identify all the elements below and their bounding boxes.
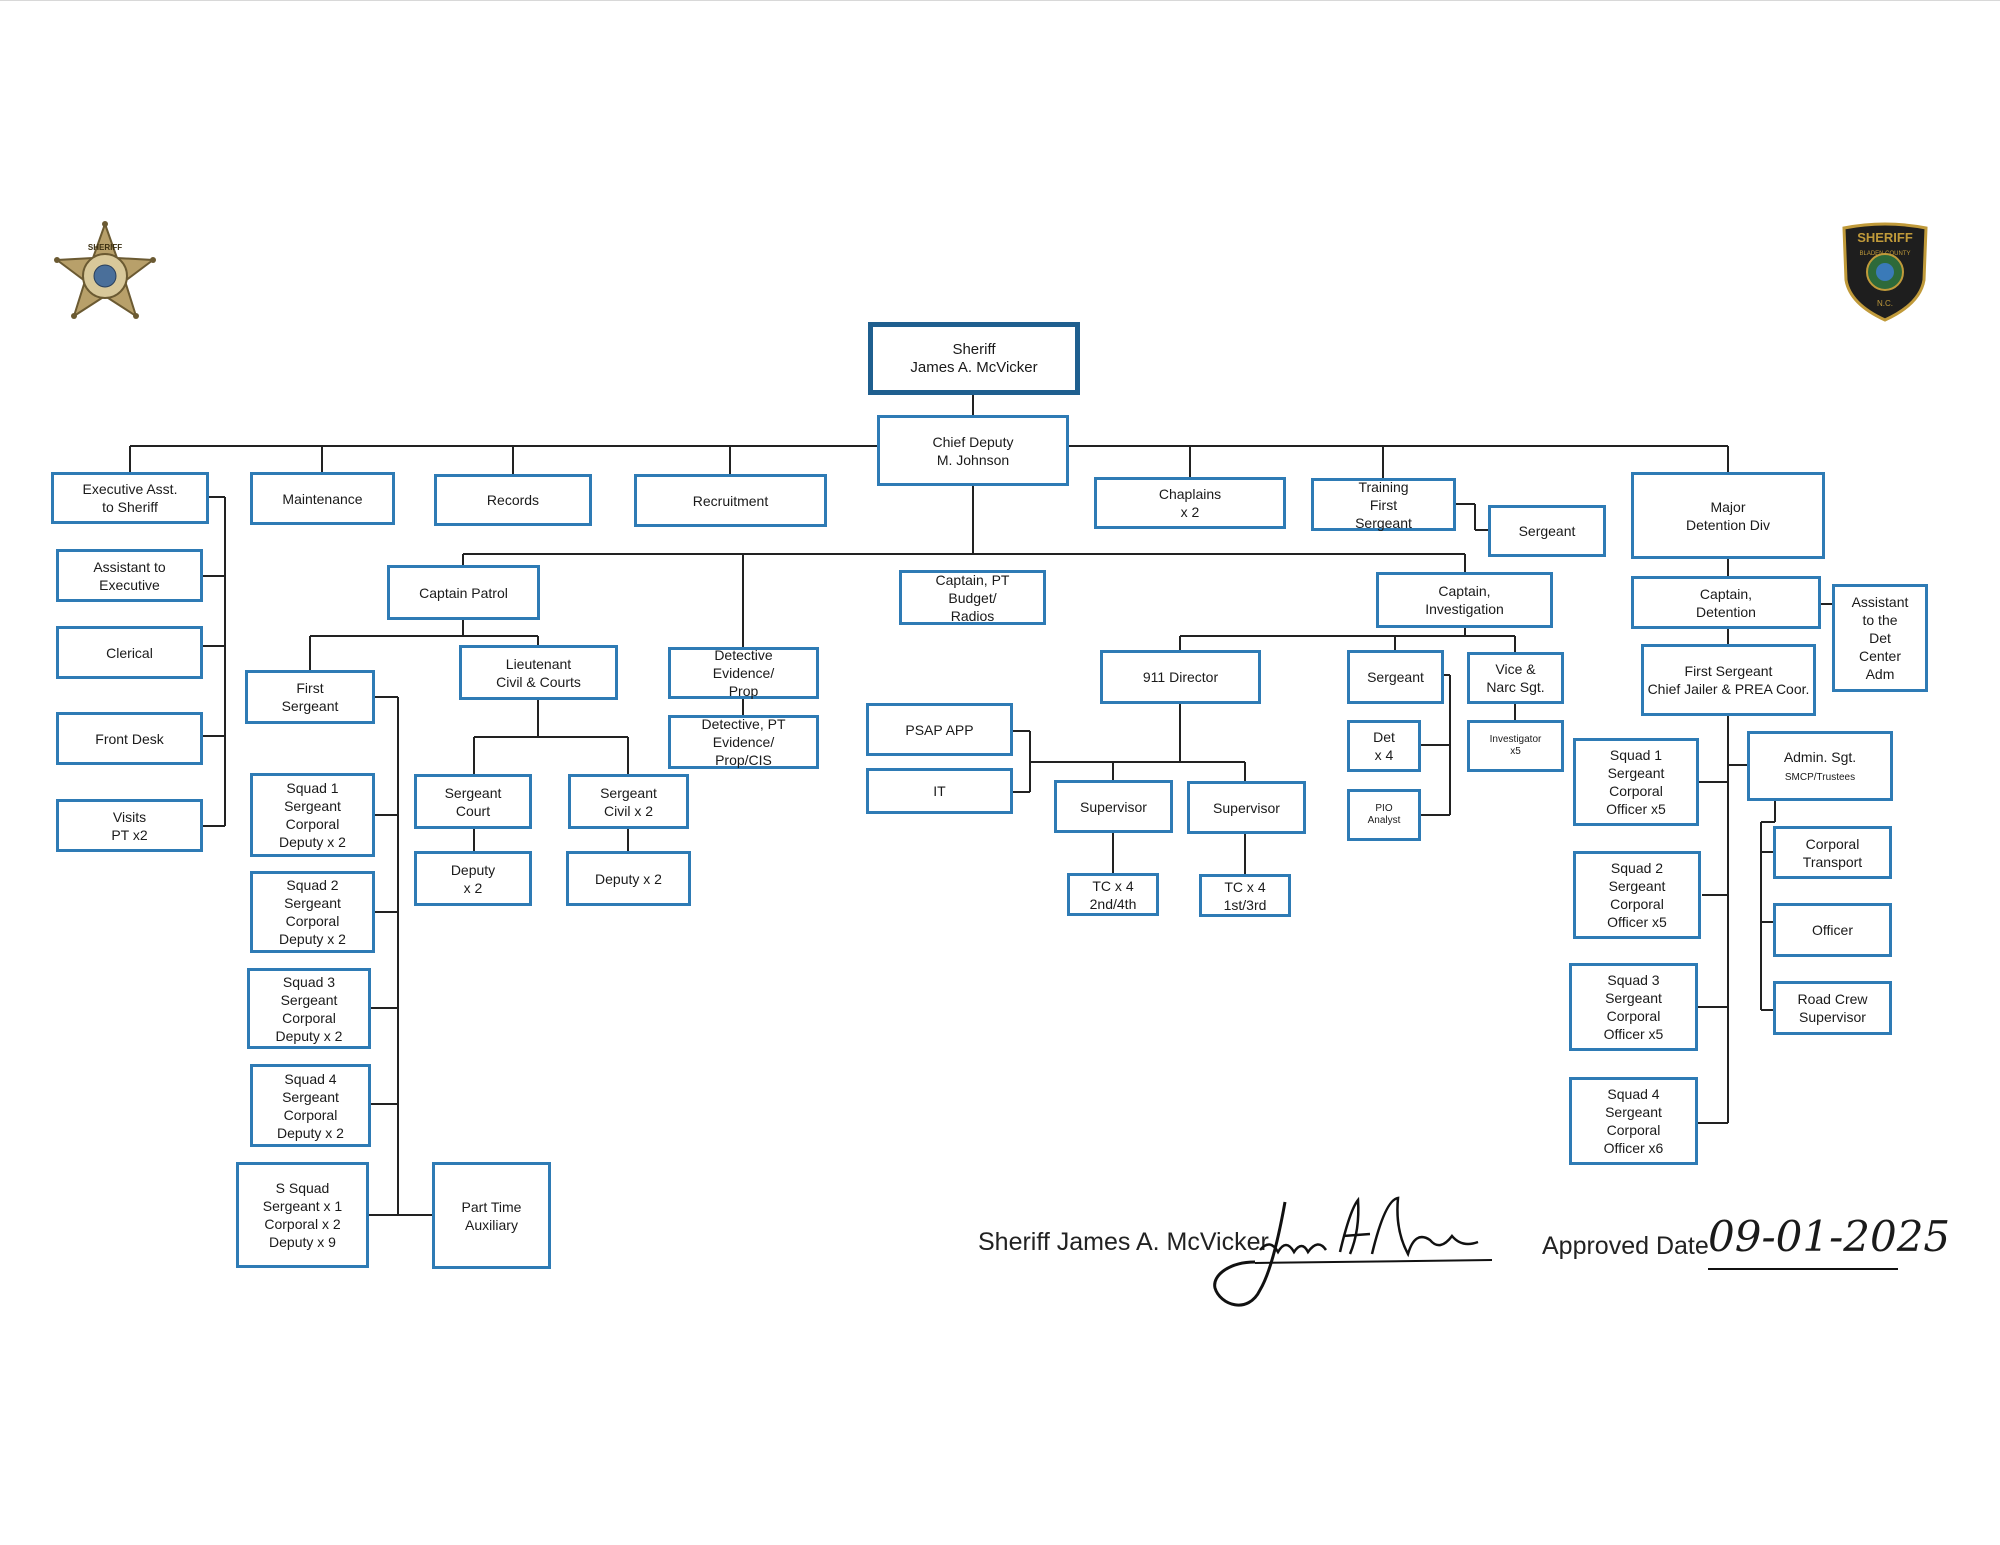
chief-deputy-node: Chief Deputy M. Johnson bbox=[877, 415, 1069, 486]
assistant-det-center-node: Assistant to the Det Center Adm bbox=[1832, 584, 1928, 692]
svg-text:BLADEN COUNTY: BLADEN COUNTY bbox=[1859, 251, 1910, 257]
detective-pt-node: Detective, PT Evidence/ Prop/CIS bbox=[668, 715, 819, 769]
admin-sergeant-label: Admin. Sgt. bbox=[1783, 749, 1857, 765]
approval-signature-area: Sheriff James A. McVicker Approved Date … bbox=[975, 1190, 1950, 1320]
training-sergeant-node: Sergeant bbox=[1488, 505, 1606, 557]
handwritten-signature-icon bbox=[1213, 1196, 1493, 1307]
vice-narc-sergeant-node: Vice & Narc Sgt. bbox=[1467, 652, 1564, 704]
svg-text:SHERIFF: SHERIFF bbox=[1857, 230, 1913, 245]
pio-analyst-node: PIO Analyst bbox=[1347, 789, 1421, 841]
sergeant-civil-node: Sergeant Civil x 2 bbox=[568, 774, 689, 829]
county-shield-badge-icon: SHERIFF BLADEN COUNTY N.C. bbox=[1842, 222, 1928, 322]
captain-pt-node: Captain, PT Budget/ Radios bbox=[899, 570, 1046, 625]
captain-investigation-node: Captain, Investigation bbox=[1376, 572, 1553, 628]
deputy-court-node: Deputy x 2 bbox=[414, 851, 532, 906]
approved-date-label: Approved Date bbox=[1542, 1232, 1709, 1260]
sheriff-node: Sheriff James A. McVicker bbox=[868, 322, 1080, 395]
visits-node: Visits PT x2 bbox=[56, 799, 203, 852]
tc-shift-label: 1st/3rd bbox=[1223, 896, 1267, 913]
s-squad-node: S Squad Sergeant x 1 Corporal x 2 Deputy… bbox=[236, 1162, 369, 1268]
corporal-transport-node: Corporal Transport bbox=[1773, 826, 1892, 879]
training-node: Training First Sergeant bbox=[1311, 478, 1456, 531]
officer-node: Officer bbox=[1773, 903, 1892, 957]
recruitment-node: Recruitment bbox=[634, 474, 827, 527]
first-sergeant-node: First Sergeant bbox=[245, 670, 375, 724]
pio-analyst-label: PIO Analyst bbox=[1367, 803, 1401, 826]
detention-squad-3-node: Squad 3 Sergeant Corporal Officer x5 bbox=[1569, 963, 1698, 1051]
svg-text:SHERIFF: SHERIFF bbox=[88, 243, 122, 252]
captain-detention-node: Captain, Detention bbox=[1631, 576, 1821, 629]
front-desk-node: Front Desk bbox=[56, 712, 203, 765]
sergeant-court-node: Sergeant Court bbox=[414, 774, 532, 829]
deputy-civil-node: Deputy x 2 bbox=[566, 851, 691, 906]
investigator-label: Investigator x5 bbox=[1489, 734, 1542, 757]
approved-date-value: 09-01-2025 bbox=[1708, 1212, 1951, 1261]
sheriff-star-badge-icon: SHERIFF bbox=[54, 220, 156, 319]
date-underline bbox=[1708, 1268, 1898, 1270]
squad-2-node: Squad 2 Sergeant Corporal Deputy x 2 bbox=[250, 871, 375, 953]
squad-4-node: Squad 4 Sergeant Corporal Deputy x 2 bbox=[250, 1064, 371, 1147]
assistant-to-executive-node: Assistant to Executive bbox=[56, 549, 203, 602]
investigator-node: Investigator x5 bbox=[1467, 720, 1564, 772]
chaplains-node: Chaplains x 2 bbox=[1094, 477, 1286, 529]
director-911-node: 911 Director bbox=[1100, 650, 1261, 704]
first-sergeant-chief-jailer-node: First Sergeant Chief Jailer & PREA Coor. bbox=[1641, 644, 1816, 716]
supervisor-1-node: Supervisor bbox=[1054, 780, 1173, 833]
squad-1-node: Squad 1 Sergeant Corporal Deputy x 2 bbox=[250, 773, 375, 857]
tc-shift-label: 2nd/4th bbox=[1089, 895, 1137, 912]
captain-patrol-node: Captain Patrol bbox=[387, 565, 540, 620]
admin-sergeant-node: Admin. Sgt. SMCP/Trustees bbox=[1747, 731, 1893, 801]
executive-asst-node: Executive Asst. to Sheriff bbox=[51, 472, 209, 524]
lieutenant-node: Lieutenant Civil & Courts bbox=[459, 645, 618, 700]
sheriff-name-label: Sheriff James A. McVicker bbox=[978, 1228, 1269, 1256]
maintenance-node: Maintenance bbox=[250, 472, 395, 525]
psap-app-node: PSAP APP bbox=[866, 703, 1013, 756]
det-x4-node: Det x 4 bbox=[1347, 720, 1421, 772]
admin-sergeant-sub-label: SMCP/Trustees bbox=[1784, 772, 1856, 783]
major-detention-node: Major Detention Div bbox=[1631, 472, 1825, 559]
investigation-sergeant-node: Sergeant bbox=[1347, 650, 1444, 704]
supervisor-2-node: Supervisor bbox=[1187, 781, 1306, 834]
svg-text:N.C.: N.C. bbox=[1877, 299, 1893, 308]
road-crew-supervisor-node: Road Crew Supervisor bbox=[1773, 981, 1892, 1035]
detective-node: Detective Evidence/ Prop bbox=[668, 647, 819, 699]
tc-count-label: TC x 4 bbox=[1224, 878, 1266, 895]
detention-squad-1-node: Squad 1 Sergeant Corporal Officer x5 bbox=[1573, 738, 1699, 826]
tc-count-label: TC x 4 bbox=[1092, 877, 1134, 894]
page-top-edge bbox=[0, 0, 2000, 1]
it-node: IT bbox=[866, 768, 1013, 814]
records-node: Records bbox=[434, 474, 592, 526]
part-time-auxiliary-node: Part Time Auxiliary bbox=[432, 1162, 551, 1269]
detention-squad-2-node: Squad 2 Sergeant Corporal Officer x5 bbox=[1573, 851, 1701, 939]
squad-3-node: Squad 3 Sergeant Corporal Deputy x 2 bbox=[247, 968, 371, 1049]
clerical-node: Clerical bbox=[56, 626, 203, 679]
detention-squad-4-node: Squad 4 Sergeant Corporal Officer x6 bbox=[1569, 1077, 1698, 1165]
